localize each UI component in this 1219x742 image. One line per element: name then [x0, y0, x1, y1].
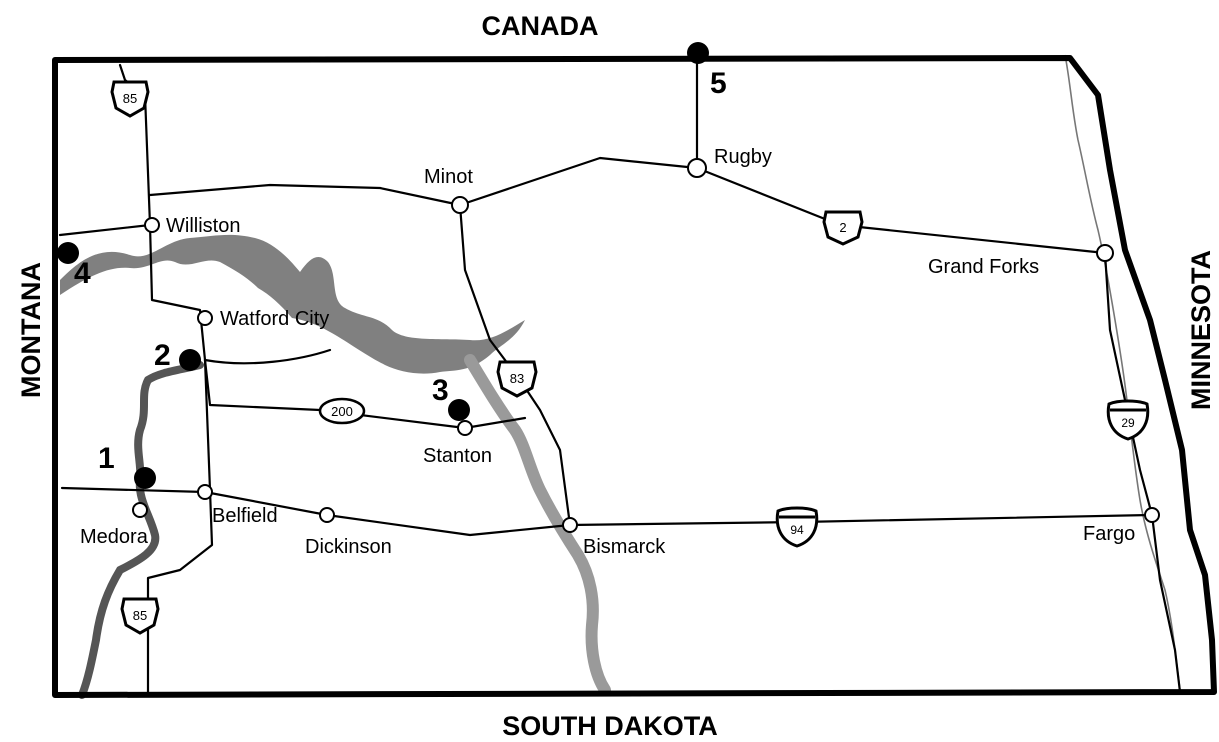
- us-85-shield-south: 85: [120, 597, 160, 635]
- site-marker-4-label: 4: [74, 257, 91, 290]
- city-label-bismarck: Bismarck: [583, 536, 666, 558]
- site-marker-2-label: 2: [154, 339, 171, 372]
- us-85-shield-south-number: 85: [133, 608, 147, 623]
- site-markers: 1 2 3 4 5: [57, 42, 727, 489]
- city-label-williston: Williston: [166, 215, 240, 237]
- city-label-rugby: Rugby: [714, 146, 772, 168]
- site-marker-1: [134, 467, 156, 489]
- city-dot-rugby: [687, 158, 707, 178]
- city-dot-minot: [451, 196, 469, 214]
- city-dot-belfield: [197, 484, 213, 500]
- i-94: [203, 490, 1154, 537]
- us-83-shield: 83: [496, 360, 538, 398]
- us-83-shield-number: 83: [510, 371, 524, 386]
- site-marker-1-label: 1: [98, 442, 115, 475]
- city-label-watford-city: Watford City: [220, 308, 329, 330]
- city-dot-bismarck: [562, 517, 578, 533]
- minot-rugby-road: [458, 156, 699, 207]
- site-marker-5: [687, 42, 709, 64]
- route-200-shield-number: 200: [331, 404, 353, 419]
- williston-minot-road: [148, 183, 462, 207]
- city-dot-stanton: [457, 420, 473, 436]
- city-dot-dickinson: [319, 507, 335, 523]
- border-label-south: SOUTH DAKOTA: [502, 711, 718, 741]
- i-94-west: [60, 486, 207, 494]
- i-29-shield-number: 29: [1121, 416, 1135, 430]
- red-river: [1064, 54, 1181, 691]
- city-dot-medora: [132, 502, 148, 518]
- border-label-east: MINNESOTA: [1186, 250, 1216, 410]
- i-29: [1103, 251, 1182, 694]
- us-85-shield-north-number: 85: [123, 91, 137, 106]
- us-85-shield-north: 85: [110, 80, 150, 118]
- city-label-grand-forks: Grand Forks: [928, 256, 1039, 278]
- border-label-north: CANADA: [482, 11, 599, 41]
- us-2-east: [695, 166, 1107, 255]
- highway-shields: 85 85 83 2 200 94: [110, 80, 1150, 635]
- city-labels: Williston Watford City Minot Rugby Grand…: [80, 146, 1135, 558]
- us-85-south: [146, 358, 214, 694]
- i-94-shield: 94: [775, 506, 819, 548]
- missouri-river-lake: [60, 234, 525, 374]
- city-dot-watford-city: [197, 310, 213, 326]
- rivers: [60, 54, 1181, 699]
- city-label-dickinson: Dickinson: [305, 536, 392, 558]
- city-label-belfield: Belfield: [212, 505, 278, 527]
- city-dot-fargo: [1144, 507, 1160, 523]
- roads: [58, 53, 1182, 694]
- city-label-medora: Medora: [80, 526, 149, 548]
- state-border: [52, 55, 1217, 698]
- site-marker-4: [57, 242, 79, 264]
- site-marker-3: [448, 399, 470, 421]
- site-marker-5-label: 5: [710, 67, 727, 100]
- i-94-shield-number: 94: [790, 523, 804, 537]
- williston-west: [58, 223, 152, 237]
- city-dot-grand-forks: [1096, 244, 1114, 262]
- city-markers: [132, 158, 1160, 533]
- city-label-minot: Minot: [424, 166, 473, 188]
- watford-road: [203, 348, 332, 365]
- city-dot-williston: [144, 217, 160, 233]
- missouri-river-south: [464, 354, 611, 696]
- site-marker-3-label: 3: [432, 374, 449, 407]
- border-label-west: MONTANA: [16, 262, 46, 398]
- us-2-shield-number: 2: [839, 220, 846, 235]
- i-29-shield: 29: [1106, 399, 1150, 441]
- site-marker-2: [179, 349, 201, 371]
- city-label-fargo: Fargo: [1083, 523, 1135, 545]
- us-2-shield: 2: [822, 210, 864, 246]
- route-200-shield: 200: [318, 397, 366, 425]
- city-label-stanton: Stanton: [423, 445, 492, 467]
